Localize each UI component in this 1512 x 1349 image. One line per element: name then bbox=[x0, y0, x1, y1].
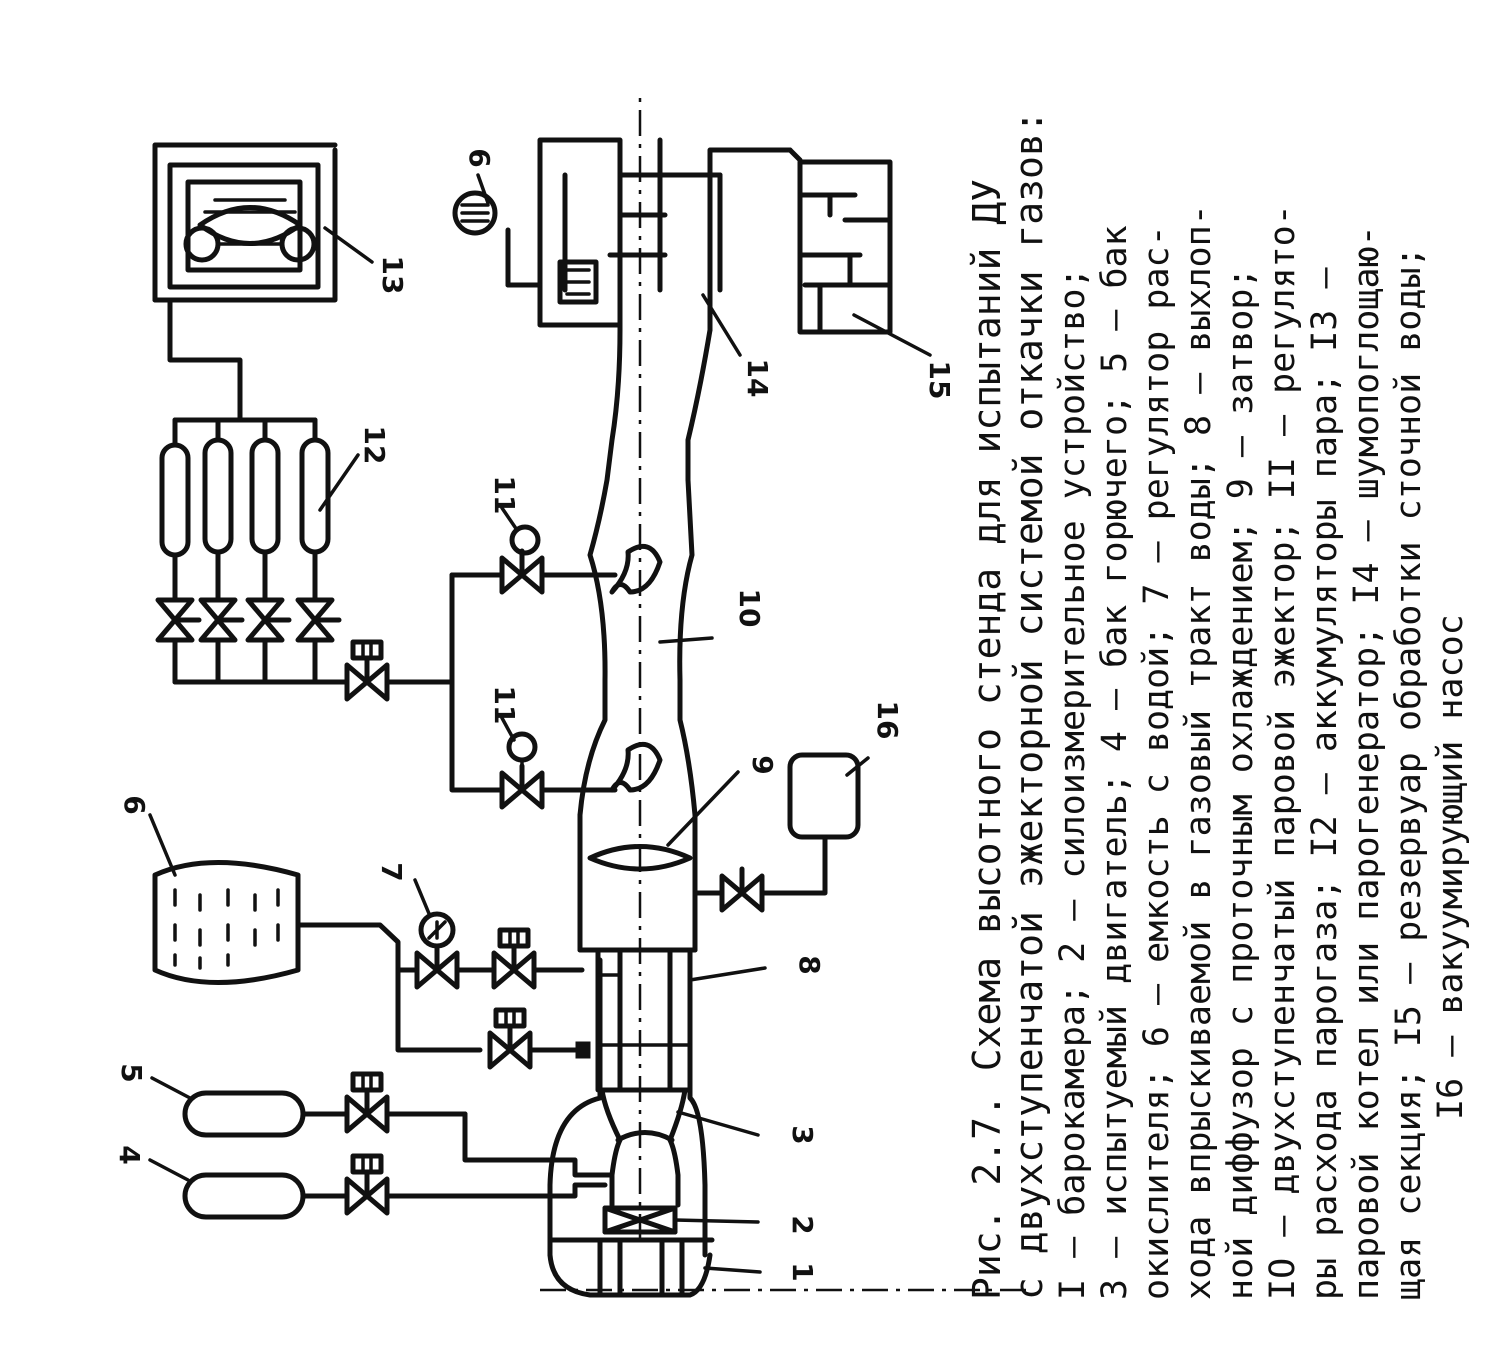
main-gas-path bbox=[505, 95, 1030, 1298]
label-6-gauge: 6 bbox=[463, 148, 496, 167]
label-15: 15 bbox=[923, 361, 956, 400]
steam-accumulators bbox=[158, 297, 455, 699]
steam-regulators bbox=[449, 524, 618, 807]
caption-line-9: ры расхода парогаза; I2 – аккумуляторы п… bbox=[1305, 267, 1345, 1300]
figure-caption: Рис. 2.7. Схема высотного стенда для исп… bbox=[965, 110, 1471, 1300]
silencer-section bbox=[537, 137, 623, 333]
caption-line-2: с двухступенчатой эжекторной системой от… bbox=[1007, 110, 1051, 1300]
label-13: 13 bbox=[376, 256, 409, 295]
caption-line-5: окислителя; 6 – емкость с водой; 7 – рег… bbox=[1137, 225, 1177, 1300]
waste-water-reservoir bbox=[787, 147, 893, 335]
label-7: 7 bbox=[375, 862, 408, 881]
caption-line-8: IO – двухступенчатый паровой эжектор; II… bbox=[1263, 204, 1303, 1300]
label-11-upper: 11 bbox=[488, 476, 521, 515]
steam-ejector bbox=[577, 327, 623, 818]
caption-line-7: ной диффузор с проточным охлаждением; 9 … bbox=[1221, 267, 1261, 1300]
label-1: 1 bbox=[786, 1262, 819, 1281]
label-8: 8 bbox=[793, 955, 826, 974]
diagram-labels: 1 2 3 4 5 6 7 8 9 10 11 11 12 13 14 15 1… bbox=[113, 148, 956, 1281]
water-injection-lines bbox=[295, 922, 591, 1067]
silencer-pressure-gauge bbox=[452, 190, 498, 236]
oxidizer-tank bbox=[182, 1074, 613, 1178]
label-5: 5 bbox=[115, 1063, 148, 1082]
label-16: 16 bbox=[871, 701, 904, 740]
label-10: 10 bbox=[733, 589, 766, 628]
label-14: 14 bbox=[741, 359, 774, 398]
water-flow-regulator bbox=[418, 911, 456, 951]
steam-generator bbox=[152, 142, 338, 303]
label-4: 4 bbox=[113, 1145, 146, 1164]
water-tank bbox=[152, 860, 301, 985]
caption-line-11: щая секция; I5 – резервуар обработки сто… bbox=[1389, 246, 1429, 1300]
barochamber bbox=[547, 957, 603, 1258]
caption-line-4: 3 – испытуемый двигатель; 4 – бак горюче… bbox=[1095, 225, 1135, 1300]
exhaust-diffuser bbox=[595, 947, 693, 1093]
label-3: 3 bbox=[786, 1125, 819, 1144]
caption-line-12: I6 – вакуумирующий насос bbox=[1431, 614, 1471, 1120]
label-2: 2 bbox=[786, 1215, 819, 1234]
label-6-water: 6 bbox=[118, 795, 151, 814]
caption-line-6: хода впрыскиваемой в газовый тракт воды;… bbox=[1179, 204, 1219, 1300]
label-9: 9 bbox=[746, 755, 779, 774]
caption-line-10: паровой котел или парогенератор; I4 – шу… bbox=[1347, 225, 1387, 1300]
caption-line-1: Рис. 2.7. Схема высотного стенда для исп… bbox=[965, 179, 1009, 1300]
gate-valve bbox=[587, 844, 693, 872]
label-11-lower: 11 bbox=[488, 686, 521, 725]
test-engine bbox=[599, 1087, 688, 1208]
caption-line-3: I – барокамера; 2 – силоизмерительное ус… bbox=[1053, 267, 1093, 1300]
fuel-tank bbox=[182, 1156, 608, 1220]
leader-lines bbox=[148, 173, 932, 1274]
vacuum-pump bbox=[692, 752, 861, 910]
label-12: 12 bbox=[358, 426, 391, 465]
